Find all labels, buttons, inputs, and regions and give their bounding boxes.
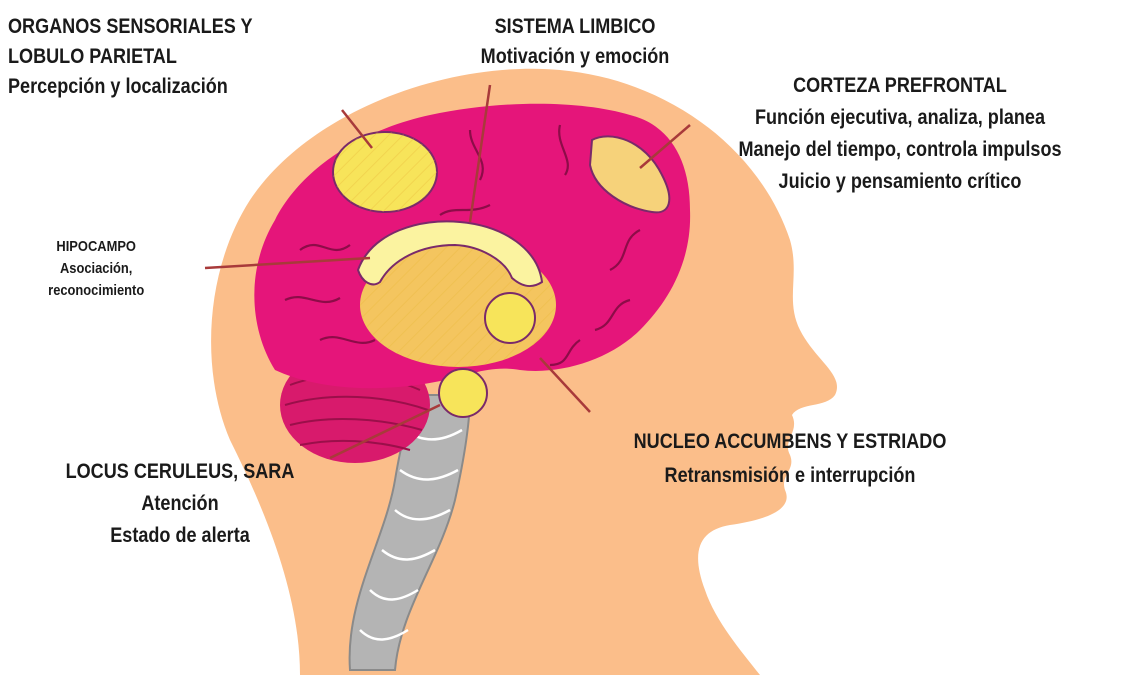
prefrontal-title: CORTEZA PREFRONTAL (728, 70, 1072, 102)
locus-desc-1: Atención (42, 488, 317, 520)
locus-highlight (439, 369, 487, 417)
prefrontal-desc-2: Manejo del tiempo, controla impulsos (728, 134, 1072, 166)
label-sistema-limbico: SISTEMA LIMBICO Motivación y emoción (463, 12, 687, 72)
label-organos-sensoriales: ORGANOS SENSORIALES Y LOBULO PARIETAL Pe… (8, 12, 253, 102)
limbico-desc: Motivación y emoción (463, 42, 687, 72)
label-nucleo-accumbens: NUCLEO ACCUMBENS Y ESTRIADO Retransmisió… (618, 425, 962, 493)
nucleo-desc: Retransmisión e interrupción (618, 459, 962, 493)
nucleo-title: NUCLEO ACCUMBENS Y ESTRIADO (618, 425, 962, 459)
label-corteza-prefrontal: CORTEZA PREFRONTAL Función ejecutiva, an… (728, 70, 1072, 198)
hipocampo-title: HIPOCAMPO (36, 236, 156, 258)
organos-title-1: ORGANOS SENSORIALES Y (8, 12, 253, 42)
prefrontal-desc-3: Juicio y pensamiento crítico (728, 166, 1072, 198)
hipocampo-desc-1: Asociación, (36, 258, 156, 280)
organos-title-2: LOBULO PARIETAL (8, 42, 253, 72)
locus-title: LOCUS CERULEUS, SARA (42, 456, 317, 488)
prefrontal-desc-1: Función ejecutiva, analiza, planea (728, 102, 1072, 134)
limbico-title: SISTEMA LIMBICO (463, 12, 687, 42)
label-locus-ceruleus: LOCUS CERULEUS, SARA Atención Estado de … (42, 456, 317, 552)
parietal-highlight (333, 132, 437, 212)
nucleo-highlight (485, 293, 535, 343)
hipocampo-desc-2: reconocimiento (36, 280, 156, 302)
locus-desc-2: Estado de alerta (42, 520, 317, 552)
organos-desc: Percepción y localización (8, 72, 253, 102)
label-hipocampo: HIPOCAMPO Asociación, reconocimiento (36, 236, 156, 302)
